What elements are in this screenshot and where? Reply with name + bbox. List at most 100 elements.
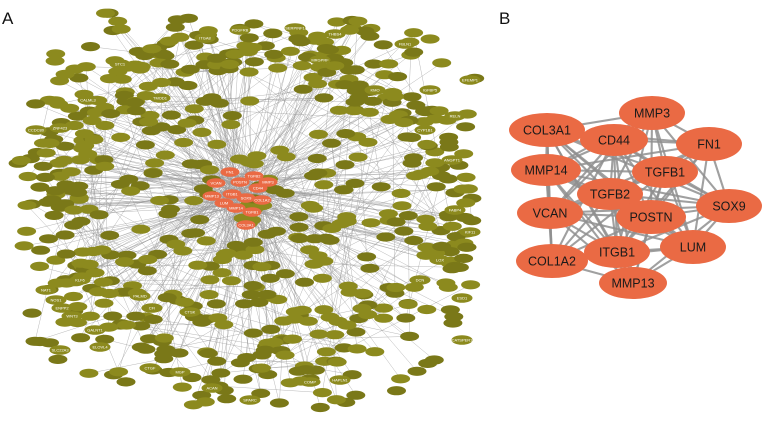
network-a-node <box>65 64 85 74</box>
network-a-node <box>139 117 159 127</box>
network-a-node <box>188 260 208 270</box>
network-a-node <box>457 242 477 252</box>
network-a-hub-label: ITGB1 <box>226 191 238 196</box>
network-a-hub-label: SOX9 <box>241 195 252 200</box>
peripheral-node-label: KMO <box>370 87 379 92</box>
network-a-node <box>417 304 437 315</box>
network-a-node <box>347 344 367 354</box>
peripheral-node: STC1 <box>109 59 131 69</box>
network-a-node <box>268 63 288 73</box>
network-a-node <box>314 256 334 266</box>
peripheral-node-shape <box>201 383 223 393</box>
network-a-hub-node: VCAN <box>206 178 226 188</box>
network-a-node <box>166 239 186 249</box>
network-a-node <box>373 40 393 50</box>
network-a-node <box>89 210 109 220</box>
network-a-node <box>345 178 365 188</box>
peripheral-node: RELN <box>444 111 466 121</box>
network-a-hub-nodes: TGFB2POSTNCD44ITGB1SOX9VCANCOL1A2MMP14TG… <box>202 167 278 230</box>
network-a-node <box>320 235 340 245</box>
network-a-node <box>307 153 327 164</box>
hub-node-mmp3: MMP3 <box>619 96 685 130</box>
peripheral-node-shape <box>459 227 481 237</box>
peripheral-node-label: NAT1 <box>41 287 52 292</box>
network-a-node <box>374 313 394 323</box>
peripheral-node-label: HAPLN1 <box>332 377 348 382</box>
peripheral-node-shape <box>429 255 451 265</box>
hub-node-sox9: SOX9 <box>696 189 762 223</box>
network-a-node <box>293 84 313 94</box>
network-a-node <box>17 226 37 236</box>
peripheral-node-shape <box>139 363 161 373</box>
panel-a-network: NAT1NOS1KLF6ENPP2WNT3GALNT1ELOVL4PALMDCF… <box>8 8 485 413</box>
network-a-node <box>48 354 68 364</box>
network-a-edge <box>121 186 224 324</box>
peripheral-node-label: LOX <box>436 257 444 262</box>
network-a-node <box>11 155 31 166</box>
network-a-node <box>335 160 355 170</box>
network-a-node <box>260 273 280 283</box>
network-a-node <box>207 139 227 149</box>
network-a-node <box>314 305 334 315</box>
network-a-node <box>30 182 50 192</box>
network-a-node <box>387 386 406 396</box>
network-a-node <box>239 67 259 77</box>
network-a-hub-node: FN1 <box>220 167 240 177</box>
network-a-node <box>36 148 56 158</box>
peripheral-node: TMOD1 <box>149 93 171 103</box>
network-a-node <box>179 13 198 23</box>
network-a-hub-node: TGFB2 <box>244 171 264 181</box>
network-a-edge <box>252 204 464 244</box>
peripheral-node-label: COMP <box>304 379 316 384</box>
network-a-node <box>222 111 242 121</box>
network-a-edge <box>105 13 249 195</box>
network-a-hub-shape <box>236 193 256 203</box>
peripheral-node: NAT1 <box>35 285 57 295</box>
network-a-node <box>67 111 87 121</box>
hub-node-label: TGFB2 <box>590 188 630 202</box>
network-a-node <box>361 218 381 228</box>
network-a-node <box>425 158 445 168</box>
network-a-node <box>64 291 83 302</box>
network-a-node <box>145 158 165 168</box>
network-a-node <box>274 316 294 326</box>
peripheral-node-shape <box>284 23 306 33</box>
peripheral-node-shape <box>329 375 351 385</box>
network-a-node <box>80 311 100 321</box>
peripheral-node-shape <box>89 342 111 352</box>
peripheral-node-shape <box>25 125 47 135</box>
hub-node-label: POSTN <box>629 211 672 225</box>
network-a-node <box>198 26 218 36</box>
network-a-node <box>79 368 99 378</box>
network-a-node <box>402 92 422 102</box>
peripheral-node: HAPLN1 <box>329 375 351 385</box>
network-a-node <box>337 216 357 227</box>
network-a-node <box>135 140 155 150</box>
peripheral-node-shape <box>194 33 216 43</box>
peripheral-node-label: ITGA8 <box>199 35 211 40</box>
network-a-node <box>22 308 42 318</box>
network-a-node <box>348 152 368 162</box>
network-a-node <box>95 120 115 131</box>
peripheral-node: ESD1 <box>451 293 473 303</box>
peripheral-node-label: PALMD <box>133 293 147 298</box>
network-a-node <box>312 273 332 283</box>
network-a-node <box>81 42 100 52</box>
network-a-node <box>95 334 115 344</box>
network-a-node <box>217 394 237 404</box>
network-a-node <box>64 220 84 230</box>
network-b-edge <box>691 143 711 248</box>
network-a-node <box>394 117 414 128</box>
hub-node-shape <box>509 113 585 147</box>
network-a-node <box>119 174 139 184</box>
network-a-node <box>39 234 58 244</box>
network-a-node <box>295 277 314 287</box>
hub-node-shape <box>632 156 698 188</box>
peripheral-node-label: SPARC <box>243 397 257 402</box>
network-a-node <box>73 143 93 153</box>
network-a-node <box>263 28 283 39</box>
peripheral-node-shape <box>444 111 466 121</box>
peripheral-node-label: NOS1 <box>51 297 63 302</box>
network-a-node <box>426 182 446 192</box>
network-a-hub-shape <box>214 198 234 208</box>
